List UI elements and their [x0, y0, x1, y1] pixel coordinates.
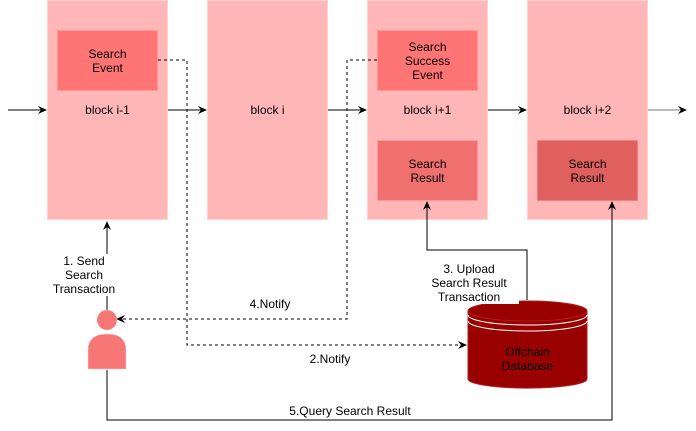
user-icon [87, 309, 127, 370]
notify-2-edge [158, 59, 467, 349]
query-label: 5.Query Search Result [289, 404, 411, 418]
notify-4-label: 4.Notify [249, 297, 291, 311]
block-label: block i+2 [563, 103, 612, 117]
search-result-box-2: Search Result [537, 140, 638, 201]
notify-4-edge [116, 59, 377, 323]
query-edge [106, 201, 616, 421]
send-label: 1. Send Search Transaction [44, 254, 124, 296]
block-label: block i-1 [85, 103, 130, 117]
upload-edge [423, 201, 528, 300]
search-event-box: Search Event [57, 30, 158, 91]
database-label: Offchain Database [501, 345, 554, 373]
block-i [207, 0, 328, 220]
block-label: block i+1 [403, 103, 452, 117]
upload-label: 3. Upload Search Result Transaction [419, 262, 519, 304]
search-success-event-box: Search Success Event [377, 30, 478, 91]
database-icon [467, 300, 588, 389]
block-label: block i [250, 103, 285, 117]
notify-2-label: 2.Notify [309, 352, 351, 366]
search-result-box-1: Search Result [377, 140, 478, 201]
